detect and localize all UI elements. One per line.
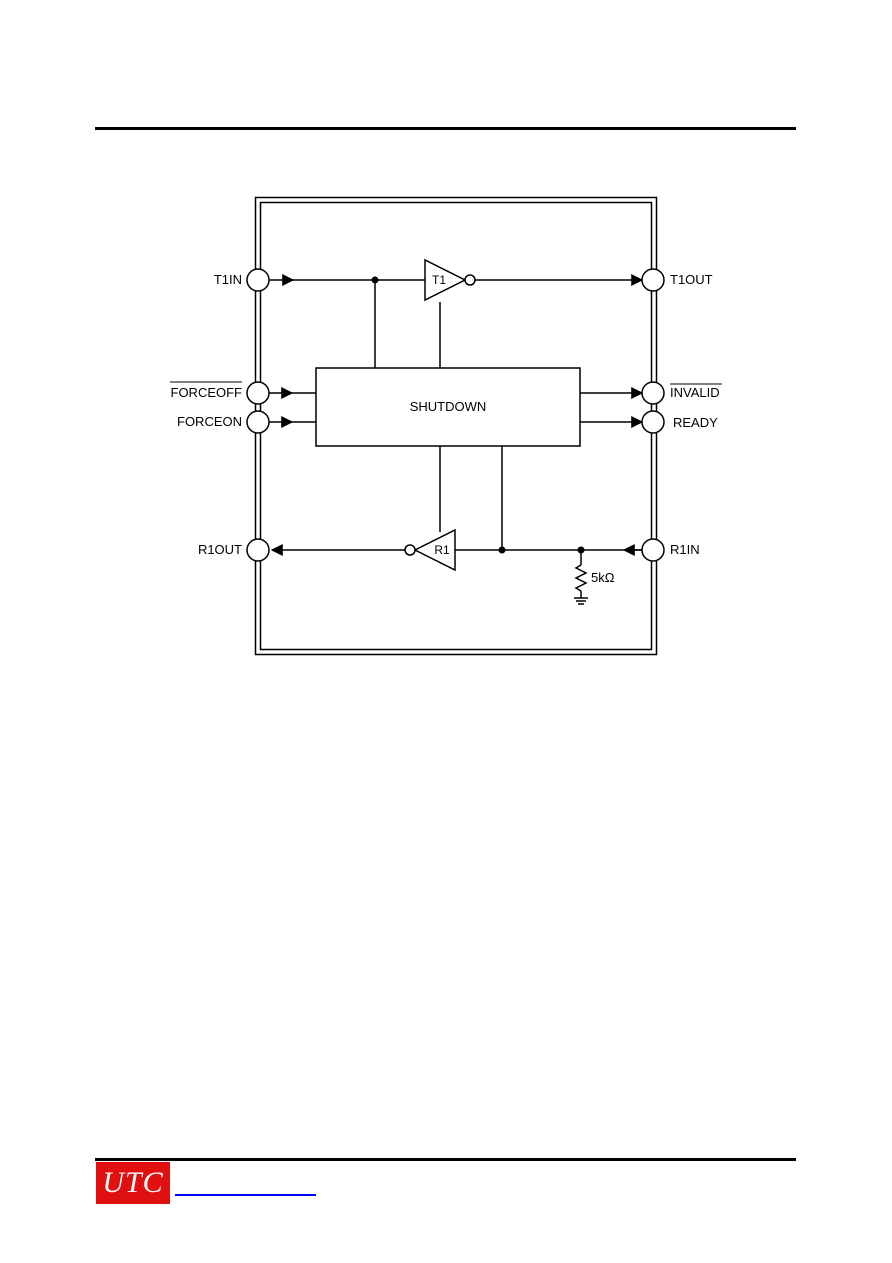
label-t1in: T1IN	[214, 272, 242, 287]
shutdown-block: SHUTDOWN	[315, 367, 581, 447]
label-r1out: R1OUT	[198, 542, 242, 557]
shutdown-label: SHUTDOWN	[410, 399, 487, 414]
pin-ready	[641, 410, 665, 434]
transmitter-label: T1	[432, 273, 446, 287]
pin-t1out	[641, 268, 665, 292]
label-forceoff: FORCEOFF	[171, 385, 243, 400]
pin-r1in	[641, 538, 665, 562]
junctions	[371, 276, 585, 554]
wires	[269, 274, 645, 605]
overbars	[170, 381, 722, 385]
pin-invalid	[641, 381, 665, 405]
label-forceon: FORCEON	[177, 414, 242, 429]
label-r1in: R1IN	[670, 542, 700, 557]
pin-t1in	[246, 268, 270, 292]
pins	[246, 268, 665, 562]
utc-logo: UTC	[96, 1162, 170, 1204]
label-invalid: INVALID	[670, 385, 720, 400]
label-t1out: T1OUT	[670, 272, 713, 287]
pin-r1out	[246, 538, 270, 562]
header-rule	[95, 127, 796, 130]
transmitter-t1: T1	[424, 258, 476, 302]
pin-forceon	[246, 410, 270, 434]
footer-link-underline[interactable]	[175, 1194, 316, 1196]
label-ready: READY	[673, 415, 718, 430]
receiver-r1: R1	[404, 528, 456, 572]
pin-forceoff	[246, 381, 270, 405]
logo-text: UTC	[102, 1166, 164, 1199]
receiver-label: R1	[434, 543, 450, 557]
resistor-label: 5kΩ	[591, 570, 615, 585]
footer-rule	[95, 1158, 796, 1161]
